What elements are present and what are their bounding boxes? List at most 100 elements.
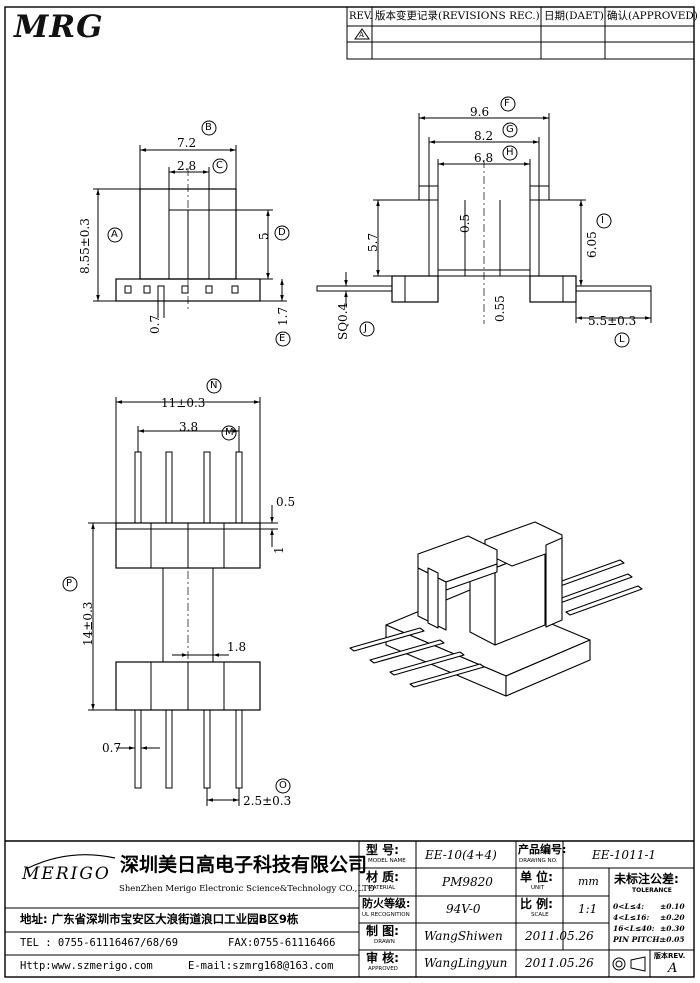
unit-label-cn: 单 位:	[520, 870, 553, 884]
front-callout-d: D	[278, 227, 286, 238]
tol-value-1: ±0.20	[660, 913, 685, 922]
side-dim-i: 6.05	[585, 231, 599, 258]
scale-value: 1:1	[578, 902, 598, 916]
front-dim-e: 1.7	[276, 306, 290, 326]
approved-value: WangLingyun	[424, 956, 508, 970]
callout-circle-b	[201, 120, 217, 136]
callout-circle-j	[359, 321, 375, 337]
isometric-view	[349, 521, 643, 697]
front-dim-pin: 0.7	[148, 314, 162, 334]
company-tel: TEL : 0755-61116467/68/69	[20, 937, 179, 949]
drawing-no-label-cn: 产品编号:	[518, 843, 567, 856]
side-dim-h: 6.8	[474, 151, 494, 165]
scale-label-en: SCALE	[531, 912, 549, 918]
drawn-label-en: DRAWN	[374, 939, 395, 945]
side-dim-height: 5.7	[366, 232, 380, 252]
front-callout-c: C	[216, 160, 223, 171]
tolerance-title-en: TOLERANCE	[632, 887, 672, 894]
callout-circle-a	[107, 227, 123, 243]
unit-label-en: UNIT	[531, 885, 545, 891]
callout-circle-l	[614, 332, 630, 348]
side-dim-l: 5.5±0.3	[588, 314, 637, 328]
top-dim-p: 14±0.3	[81, 601, 95, 646]
side-dim-g: 8.2	[474, 129, 494, 143]
side-dim-j: SQ0.4	[336, 302, 350, 340]
title-block-lines	[5, 840, 694, 977]
callout-circle-i	[596, 213, 612, 229]
company-name-cn: 深圳美日高电子科技有限公司	[120, 854, 368, 876]
top-callout-n: N	[210, 380, 218, 391]
merigo-swoosh-icon	[27, 854, 116, 869]
front-dim-a: 8.55±0.3	[78, 218, 92, 274]
callout-circle-f	[500, 96, 516, 112]
side-callout-j: J	[364, 323, 367, 334]
drawing-no-value: EE-1011-1	[592, 848, 657, 862]
version-label: 版本REV.	[654, 952, 686, 960]
tol-value-3: ±0.05	[660, 935, 685, 944]
side-view	[316, 96, 652, 348]
side-dim-slot: 0.5	[458, 213, 472, 233]
approved-label-cn: 审 核:	[366, 951, 399, 965]
company-name-en: ShenZhen Merigo Electronic Science&Techn…	[119, 884, 375, 894]
callout-circle-o	[275, 778, 291, 794]
drawing-border	[4, 6, 695, 978]
callout-circle-m	[221, 425, 237, 441]
model-label-cn: 型 号:	[366, 843, 399, 857]
material-label-en: MATERIAL	[368, 885, 396, 891]
tol-value-2: ±0.30	[660, 924, 685, 933]
ul-label-en: UL RECOGNITION	[362, 912, 410, 918]
model-label-en: MODEL NAME	[368, 858, 406, 864]
revision-triangle-icon	[354, 28, 370, 40]
callout-circle-d	[274, 225, 290, 241]
version-value: A	[668, 961, 678, 976]
side-dim-f: 9.6	[470, 105, 490, 119]
ul-value: 94V-0	[446, 902, 481, 916]
top-dim-pin: 0.7	[102, 741, 122, 755]
top-dim-o: 2.5±0.3	[243, 794, 292, 808]
revisions-table	[346, 6, 695, 60]
material-label-cn: 材 质:	[366, 870, 399, 884]
callout-circle-h	[502, 145, 518, 161]
tol-range-1: 4<L≤16:	[613, 913, 650, 922]
tol-value-0: ±0.10	[660, 902, 685, 911]
drawn-date: 2011.05.26	[525, 929, 594, 943]
side-dim-base: 0.55	[493, 295, 507, 322]
side-callout-f: F	[504, 98, 510, 109]
drawn-label-cn: 制 图:	[366, 924, 399, 938]
top-view	[62, 378, 291, 806]
side-callout-h: H	[506, 147, 514, 158]
model-value: EE-10(4+4)	[425, 848, 497, 862]
company-fax: FAX:0755-61116466	[228, 937, 336, 949]
top-callout-p: P	[66, 578, 73, 589]
callout-circle-n	[206, 378, 222, 394]
callout-circle-c	[212, 158, 228, 174]
front-view	[93, 120, 291, 347]
front-dim-c: 2.8	[177, 159, 197, 173]
company-address: 地址: 广东省深圳市宝安区大浪街道浪口工业园B区9栋	[20, 912, 299, 926]
top-callout-m: M	[225, 427, 234, 438]
company-brand: MERIGO	[22, 864, 111, 884]
side-callout-g: G	[506, 124, 514, 135]
logo: MRG	[14, 9, 104, 45]
front-dim-d: 5	[257, 232, 271, 240]
callout-circle-p	[62, 576, 78, 592]
scale-label-cn: 比 例:	[520, 897, 553, 911]
approved-label-en: APPROVED	[368, 966, 398, 972]
top-dim-lip: 0.5	[276, 495, 296, 509]
top-dim-n: 11±0.3	[161, 396, 206, 410]
callout-circle-g	[502, 122, 518, 138]
callout-circle-e	[275, 331, 291, 347]
unit-value: mm	[578, 875, 599, 888]
front-callout-b: B	[205, 122, 212, 133]
projection-symbol-icon	[612, 956, 646, 972]
drawn-value: WangShiwen	[424, 929, 503, 943]
front-callout-e: E	[279, 333, 286, 344]
revision-row-symbol: A	[359, 31, 365, 39]
tol-range-0: 0<L≤4:	[613, 902, 645, 911]
tol-range-3: PIN PITCH:	[613, 935, 663, 944]
top-callout-o: O	[279, 780, 287, 791]
front-dim-b: 7.2	[177, 136, 197, 150]
tol-range-2: 16<L≤40:	[613, 924, 655, 933]
approved-col-header: 确认(APPROVED)	[607, 10, 698, 22]
